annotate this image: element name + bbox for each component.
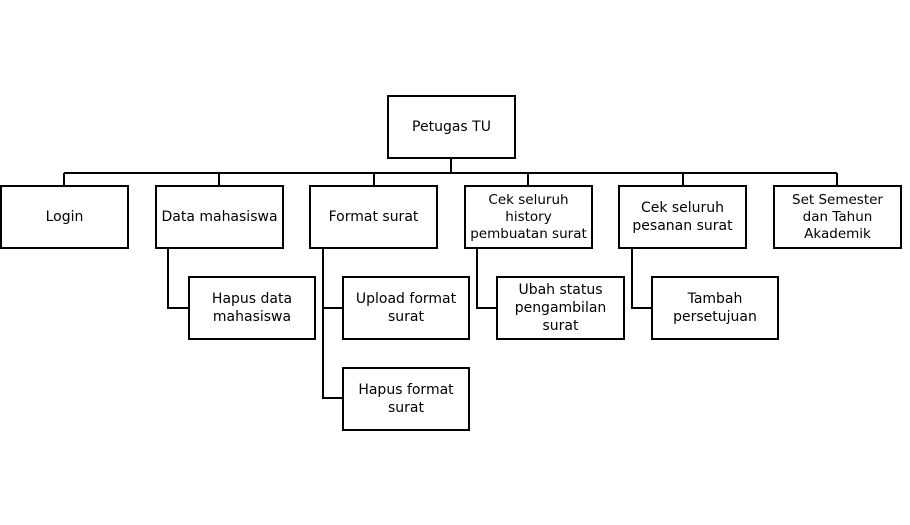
node-petugas-tu: Petugas TU <box>387 95 516 159</box>
node-ubah-status: Ubah status pengambilan surat <box>496 276 625 340</box>
connector-tambah-persetujuan <box>631 248 651 309</box>
node-label: Login <box>45 209 84 225</box>
node-upload-format-surat: Upload format surat <box>342 276 470 340</box>
node-label: Data mahasiswa <box>161 209 278 225</box>
node-cek-history: Cek seluruh history pembuatan surat <box>464 185 593 249</box>
node-login: Login <box>0 185 129 249</box>
node-label: Ubah status pengambilan surat <box>514 282 607 334</box>
connector-hapus-format <box>322 308 342 399</box>
connector-ubah-status <box>476 248 496 309</box>
node-label: Petugas TU <box>412 119 491 135</box>
node-label: Hapus format surat <box>358 382 454 416</box>
node-tambah-persetujuan: Tambah persetujuan <box>651 276 779 340</box>
node-label: Hapus data mahasiswa <box>211 291 293 325</box>
connector-hapus-data <box>167 248 188 309</box>
node-label: Format surat <box>328 209 419 225</box>
node-label: Tambah persetujuan <box>673 291 757 325</box>
node-hapus-data-mahasiswa: Hapus data mahasiswa <box>188 276 316 340</box>
node-label: Upload format surat <box>355 291 457 325</box>
node-data-mahasiswa: Data mahasiswa <box>155 185 284 249</box>
node-label: Cek seluruh pesanan surat <box>632 200 733 234</box>
node-label: Set Semester dan Tahun Akademik <box>792 191 883 242</box>
node-hapus-format-surat: Hapus format surat <box>342 367 470 431</box>
node-cek-pesanan: Cek seluruh pesanan surat <box>618 185 747 249</box>
connector-upload-format <box>322 248 342 309</box>
node-set-semester: Set Semester dan Tahun Akademik <box>773 185 902 249</box>
node-label: Cek seluruh history pembuatan surat <box>470 191 587 242</box>
node-format-surat: Format surat <box>309 185 438 249</box>
